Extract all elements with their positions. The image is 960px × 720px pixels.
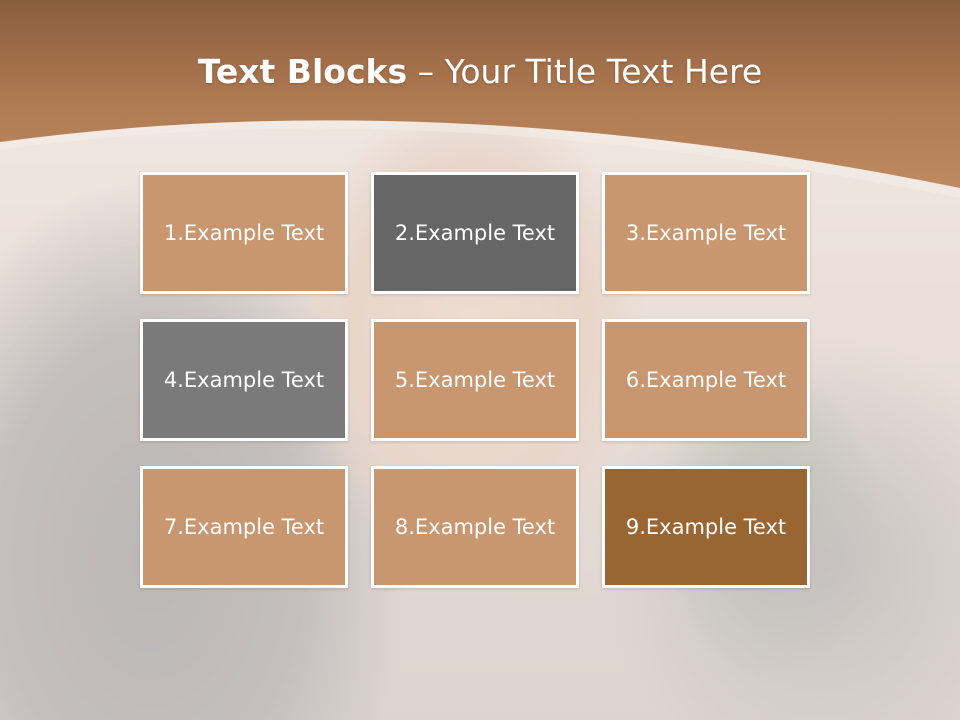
text-block-7: 7.Example Text bbox=[140, 466, 348, 588]
title-bold: Text Blocks bbox=[197, 52, 408, 91]
text-block-4: 4.Example Text bbox=[140, 319, 348, 441]
header-curve-main bbox=[0, 0, 960, 188]
text-block-8: 8.Example Text bbox=[371, 466, 579, 588]
title-rest: Your Title Text Here bbox=[444, 52, 763, 91]
text-block-1: 1.Example Text bbox=[140, 172, 348, 294]
page-title: Text Blocks – Your Title Text Here bbox=[0, 52, 960, 91]
title-dash: – bbox=[407, 52, 445, 91]
text-block-5: 5.Example Text bbox=[371, 319, 579, 441]
text-block-9: 9.Example Text bbox=[602, 466, 810, 588]
text-block-6: 6.Example Text bbox=[602, 319, 810, 441]
header-banner bbox=[0, 0, 960, 198]
text-block-3: 3.Example Text bbox=[602, 172, 810, 294]
text-block-2: 2.Example Text bbox=[371, 172, 579, 294]
